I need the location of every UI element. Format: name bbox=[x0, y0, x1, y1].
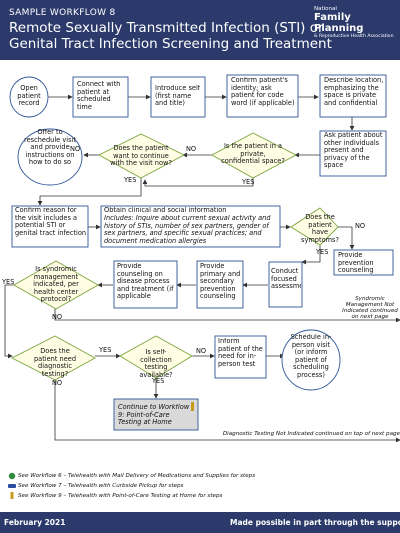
confirm-identity-node: Confirm patient's identity; ask patient … bbox=[231, 77, 295, 107]
private-space-diamond bbox=[211, 132, 297, 179]
self-collection-diamond bbox=[119, 335, 193, 379]
obtain-info-box bbox=[100, 205, 281, 248]
obtain-info-title: Obtain clinical and social information bbox=[104, 207, 227, 214]
offer-reschedule-oval bbox=[17, 128, 83, 186]
syndromic-question: Is syndromic management indicated, per h… bbox=[33, 266, 79, 304]
workflow-number: SAMPLE WORKFLOW 8 bbox=[9, 8, 116, 18]
primary-secondary-box bbox=[196, 260, 244, 309]
primary-secondary-node: Provide primary and secondary prevention… bbox=[200, 263, 241, 301]
workflow9-link: Continue to Workflow 9: Point-of-Care Te… bbox=[118, 404, 190, 427]
no-label: NO bbox=[70, 146, 81, 153]
diagnostic-continuation-note: Diagnostic Testing Not Indicated continu… bbox=[222, 431, 400, 437]
describe-location-node: Describe location, emphasizing the space… bbox=[324, 77, 384, 107]
footer-bar: February 2021 Made possible in part thro… bbox=[0, 512, 400, 533]
yes-label: YES bbox=[99, 347, 112, 354]
footer-support: Made possible in part through the suppor… bbox=[230, 518, 400, 527]
syndromic-continuation-note: Syndromic Management Not Indicated conti… bbox=[342, 296, 398, 320]
yes-label: YES bbox=[124, 177, 137, 184]
ask-privacy-node: Ask patient about other individuals pres… bbox=[324, 132, 383, 170]
nfprha-logo: National Family Planning & Reproductive … bbox=[314, 6, 394, 39]
no-label: NO bbox=[196, 348, 207, 355]
legend-text: See Workflow 6 – Telehealth with Mail De… bbox=[18, 473, 256, 479]
connector bbox=[338, 226, 355, 250]
connector bbox=[54, 309, 400, 323]
logo-line-3: & Reproductive Health Association bbox=[314, 34, 394, 39]
continue-visit-question: Does the patient want to continue with t… bbox=[110, 145, 172, 168]
confirm-identity-box bbox=[226, 74, 299, 118]
legend-text: See Workflow 9 – Telehealth with Point-o… bbox=[18, 493, 223, 499]
pill-icon bbox=[8, 472, 16, 480]
focused-assessment-node: Conduct focused assessment bbox=[271, 268, 301, 291]
prevention-node: Provide prevention counseling bbox=[338, 252, 374, 275]
introduce-node: Introduce self (first name and title) bbox=[155, 85, 201, 108]
yes-label: YES bbox=[152, 378, 165, 385]
car-icon bbox=[8, 484, 16, 488]
inform-node: Inform patient of the need for in-person… bbox=[218, 338, 263, 368]
legend-item-workflow9: See Workflow 9 – Telehealth with Point-o… bbox=[18, 493, 222, 499]
private-space-question: Is the patient in a private, confidentia… bbox=[221, 143, 285, 166]
obtain-info-detail: Includes: Inquire about current sexual a… bbox=[104, 215, 271, 245]
legend-item-workflow7: See Workflow 7 – Telehealth with Curbsid… bbox=[18, 483, 183, 489]
describe-location-box bbox=[319, 74, 387, 118]
prevention-box bbox=[333, 249, 394, 276]
connector bbox=[54, 380, 400, 443]
syndromic-diamond bbox=[13, 260, 99, 310]
disease-counseling-node: Provide counseling on disease process an… bbox=[117, 263, 174, 301]
inform-box bbox=[214, 335, 267, 379]
header-banner: SAMPLE WORKFLOW 8 Remote Sexually Transm… bbox=[0, 0, 400, 60]
test-tube-icon bbox=[191, 402, 194, 411]
yes-label: YES bbox=[242, 179, 255, 186]
legend-text: See Workflow 7 – Telehealth with Curbsid… bbox=[18, 483, 184, 489]
schedule-inperson-node: Schedule in-person visit (or inform pati… bbox=[290, 334, 332, 379]
connector bbox=[4, 284, 14, 359]
no-label: NO bbox=[52, 314, 63, 321]
connector bbox=[301, 245, 321, 265]
diagnostic-diamond bbox=[11, 335, 96, 381]
connector bbox=[142, 178, 254, 187]
test-tube-icon bbox=[10, 492, 14, 499]
flowchart-canvas bbox=[4, 74, 400, 499]
workflow9-box bbox=[113, 398, 199, 431]
footer-date: February 2021 bbox=[4, 518, 66, 527]
no-label: NO bbox=[355, 223, 366, 230]
diagnostic-question: Does the patient need diagnostic testing… bbox=[33, 348, 77, 378]
schedule-inperson-oval bbox=[281, 329, 341, 391]
logo-line-1: National bbox=[314, 6, 337, 12]
yes-label: YES bbox=[2, 279, 15, 286]
no-label: NO bbox=[52, 380, 63, 387]
ask-privacy-box bbox=[319, 130, 387, 177]
connect-box bbox=[72, 76, 129, 118]
confirm-reason-node: Confirm reason for the visit includes a … bbox=[15, 207, 87, 237]
logo-line-2: Family Planning bbox=[314, 12, 364, 34]
self-collection-question: Is self-collection testing available? bbox=[139, 349, 173, 379]
confirm-reason-box bbox=[11, 205, 89, 248]
symptoms-diamond bbox=[290, 207, 339, 246]
open-record-oval bbox=[9, 76, 49, 118]
connect-node: Connect with patient at scheduled time bbox=[77, 81, 121, 111]
continue-visit-diamond bbox=[98, 133, 185, 179]
introduce-box bbox=[150, 76, 206, 118]
offer-reschedule-node: Offer to reschedule visit and provide in… bbox=[24, 129, 76, 167]
symptoms-question: Does the patient have symptoms? bbox=[301, 214, 339, 244]
disease-counseling-box bbox=[113, 260, 178, 309]
connector bbox=[37, 178, 142, 206]
no-label: NO bbox=[186, 146, 197, 153]
yes-label: YES bbox=[316, 249, 329, 256]
legend-item-workflow6: See Workflow 6 – Telehealth with Mail De… bbox=[18, 473, 255, 479]
focused-assessment-box bbox=[268, 261, 303, 308]
page-title: Remote Sexually Transmitted Infection (S… bbox=[9, 20, 332, 52]
open-record-node: Open patient record bbox=[17, 85, 41, 108]
